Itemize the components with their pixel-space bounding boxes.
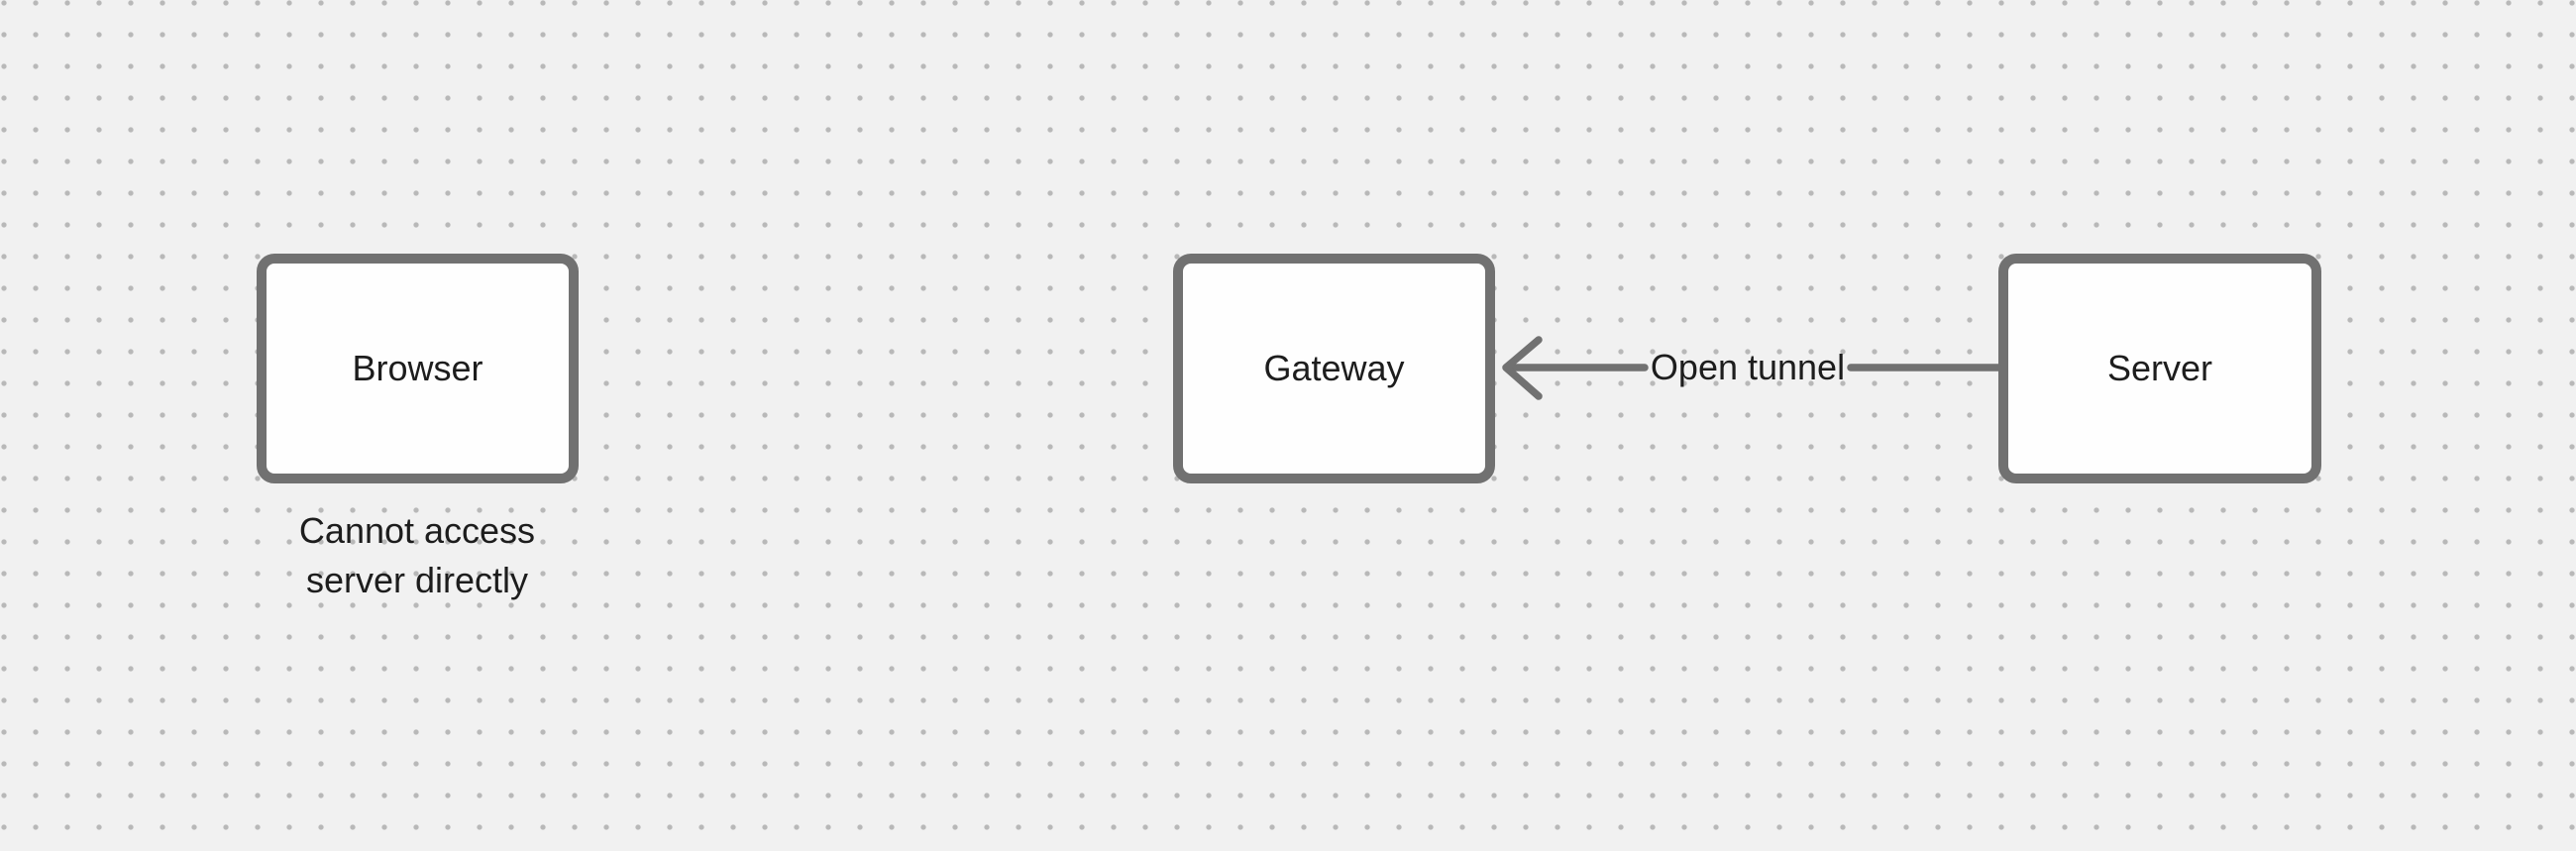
node-gateway-label: Gateway — [1263, 348, 1405, 388]
browser-note-text[interactable]: Cannot access server directly — [298, 510, 536, 600]
arrow-label-open-tunnel[interactable]: Open tunnel — [1650, 347, 1846, 387]
node-browser[interactable]: Browser — [257, 254, 579, 483]
arrowhead-chevron-icon — [1502, 336, 1543, 400]
node-server-label: Server — [2106, 348, 2213, 388]
node-server[interactable]: Server — [1998, 254, 2321, 483]
node-browser-label: Browser — [352, 348, 483, 388]
node-gateway[interactable]: Gateway — [1173, 254, 1495, 483]
